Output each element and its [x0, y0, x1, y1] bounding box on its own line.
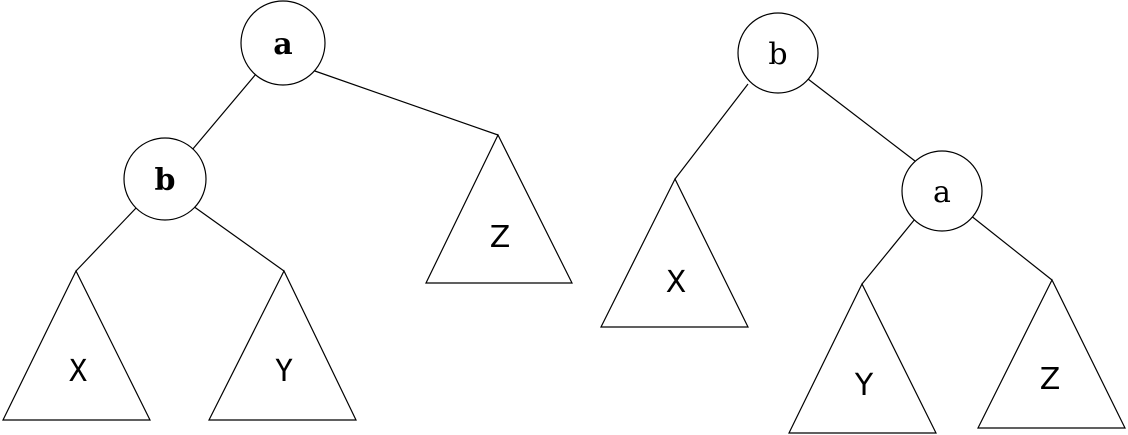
left-subtree-x: [2, 269, 151, 421]
right-subtree-x-label: X: [666, 265, 687, 300]
left-subtree-z-label: Z: [490, 220, 511, 255]
left-node-b: [123, 137, 207, 221]
left-subtree-x-label: X: [69, 354, 87, 389]
right-edge-a-z: [969, 214, 1053, 281]
right-node-a: [901, 150, 983, 232]
left-subtree-z: [425, 133, 573, 284]
right-edge-a-y: [861, 218, 916, 285]
left-subtree-y: [208, 269, 357, 421]
right-tree: X Y Z b a: [600, 12, 1126, 434]
left-node-a-label: a: [273, 27, 292, 62]
left-subtree-y-label: Y: [275, 354, 293, 389]
right-subtree-y: [788, 282, 937, 434]
right-node-b-label: b: [768, 37, 787, 72]
left-edge-a-b: [191, 73, 257, 151]
right-subtree-z-label: Z: [1040, 362, 1061, 397]
right-subtree-x: [600, 177, 749, 328]
left-node-b-label: b: [155, 163, 176, 198]
right-node-a-label: a: [933, 175, 951, 210]
left-tree: X Y Z a b: [2, 0, 573, 421]
left-node-a: [240, 0, 326, 86]
left-edge-b-y: [192, 205, 285, 272]
right-subtree-z: [977, 278, 1126, 429]
left-edge-a-z: [311, 69, 499, 136]
right-edge-b-x: [674, 83, 749, 180]
right-node-b: [737, 12, 819, 94]
right-edge-b-a: [807, 78, 916, 162]
right-subtree-y-label: Y: [854, 368, 874, 403]
left-edge-b-x: [75, 206, 138, 272]
